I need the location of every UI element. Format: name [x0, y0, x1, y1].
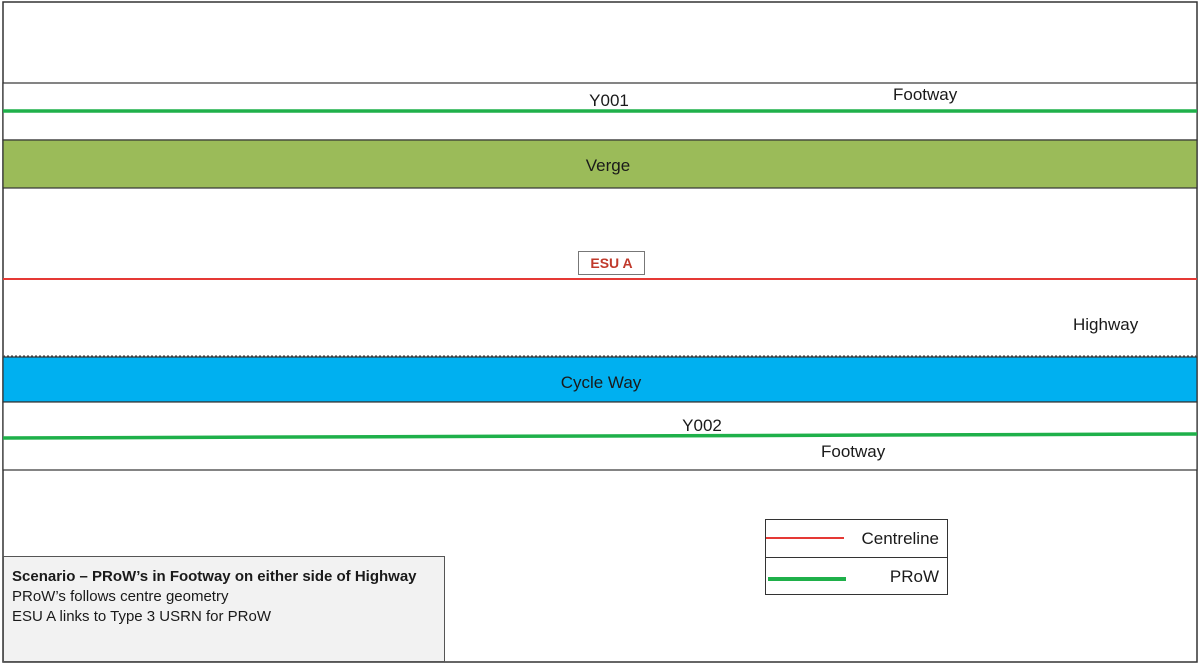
- legend-item-centreline: Centreline: [766, 520, 947, 558]
- legend: Centreline PRoW: [765, 519, 948, 595]
- legend-label-prow: PRoW: [889, 567, 939, 586]
- bottom-footway-label: Footway: [821, 442, 886, 461]
- legend-item-prow: PRoW: [766, 558, 947, 595]
- legend-label-centreline: Centreline: [861, 529, 940, 548]
- scenario-line-2: ESU A links to Type 3 USRN for PRoW: [12, 608, 271, 625]
- cycle-way-label: Cycle Way: [560, 373, 642, 392]
- scenario-title: Scenario – PRoW’s in Footway on either s…: [12, 568, 417, 585]
- prow-y001-label: Y001: [589, 91, 629, 110]
- scenario-line-1: PRoW’s follows centre geometry: [12, 588, 229, 605]
- prow-y002-line: [2, 432, 1198, 440]
- verge-band: [2, 139, 1198, 189]
- esu-a-label: ESU A: [590, 255, 633, 271]
- esu-a-box: ESU A: [578, 251, 645, 275]
- scenario-note: Scenario – PRoW’s in Footway on either s…: [3, 556, 445, 662]
- prow-y002-label: Y002: [682, 416, 722, 435]
- highway-label: Highway: [1073, 315, 1139, 334]
- verge-label: Verge: [585, 156, 631, 175]
- top-footway-label: Footway: [893, 85, 958, 104]
- prow-swatch: [768, 577, 846, 581]
- centreline-swatch: [766, 537, 844, 539]
